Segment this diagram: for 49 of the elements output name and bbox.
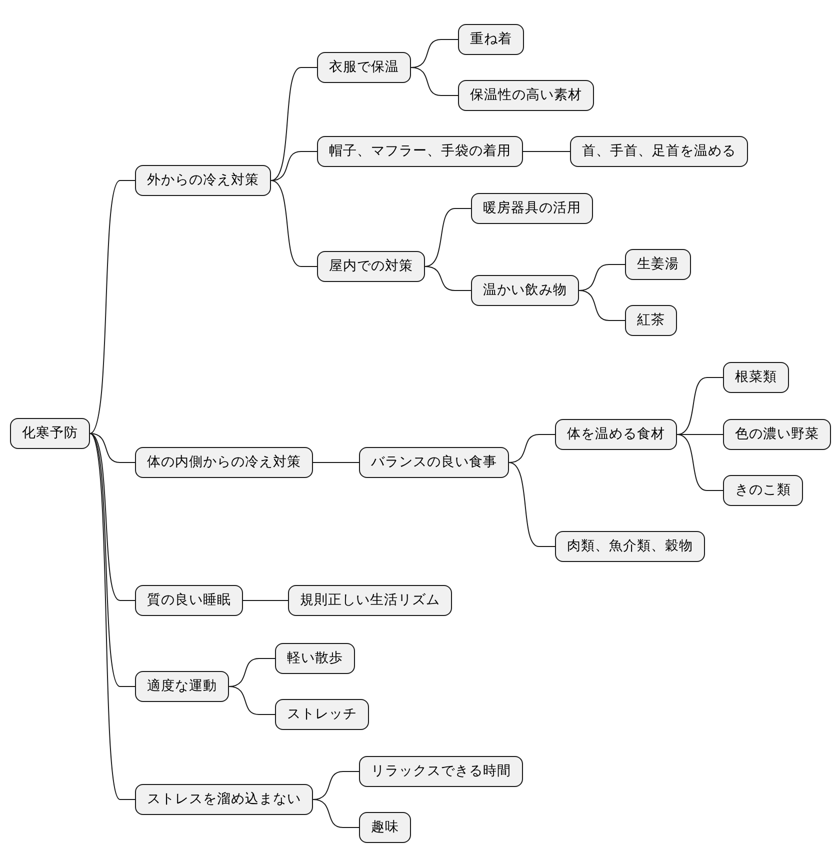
connector-line xyxy=(676,434,724,491)
topic-box: 体の内側からの冷え対策 xyxy=(135,447,313,478)
connector-line xyxy=(508,462,556,547)
topic-box: ストレッチ xyxy=(275,699,369,730)
connector-line xyxy=(578,290,626,321)
connector-line xyxy=(410,67,458,96)
topic-box: 肉類、魚介類、穀物 xyxy=(555,531,705,562)
connector-line xyxy=(522,151,570,152)
topic-box: 重ね着 xyxy=(458,24,524,55)
connector-line xyxy=(270,151,318,181)
connector-line xyxy=(90,433,136,687)
connector-line xyxy=(270,180,318,267)
connector-line xyxy=(90,433,136,463)
topic-box: 根菜類 xyxy=(723,362,789,393)
connector-line xyxy=(228,686,276,715)
topic-box: 衣服で保温 xyxy=(317,52,411,83)
topic-box: 暖房器具の活用 xyxy=(471,193,593,224)
topic-box: 帽子、マフラー、手袋の着用 xyxy=(317,136,523,167)
topic-box: 趣味 xyxy=(359,812,411,843)
connector-line xyxy=(90,433,136,800)
topic-box: 質の良い睡眠 xyxy=(135,585,243,616)
topic-box: 適度な運動 xyxy=(135,671,229,702)
topic-box: 体を温める食材 xyxy=(555,419,677,450)
topic-box: ストレスを溜め込まない xyxy=(135,784,313,815)
topic-box: 温かい飲み物 xyxy=(471,275,579,306)
connector-line xyxy=(312,462,360,463)
connector-line xyxy=(676,434,724,435)
connector-line xyxy=(90,433,136,601)
topic-box: 屋内での対策 xyxy=(317,251,425,282)
connector-line xyxy=(90,180,136,434)
connector-line xyxy=(508,434,556,463)
connector-line xyxy=(270,67,318,181)
topic-box: きのこ類 xyxy=(723,475,803,506)
topic-box: 化寒予防 xyxy=(10,418,90,449)
topic-box: 色の濃い野菜 xyxy=(723,419,831,450)
connector-line xyxy=(312,799,360,828)
topic-box: 首、手首、足首を温める xyxy=(570,136,748,167)
topic-box: リラックスできる時間 xyxy=(359,756,523,787)
topic-box: 規則正しい生活リズム xyxy=(288,585,452,616)
topic-box: 保温性の高い素材 xyxy=(458,80,594,111)
connector-line xyxy=(676,377,724,435)
topic-box: 生姜湯 xyxy=(625,249,691,280)
topic-box: 紅茶 xyxy=(625,305,677,336)
connector-line xyxy=(242,600,288,601)
topic-box: 外からの冷え対策 xyxy=(135,165,271,196)
topic-box: 軽い散歩 xyxy=(275,643,355,674)
connector-line xyxy=(424,208,472,267)
topic-box: バランスの良い食事 xyxy=(359,447,509,478)
connector-line xyxy=(424,266,472,291)
